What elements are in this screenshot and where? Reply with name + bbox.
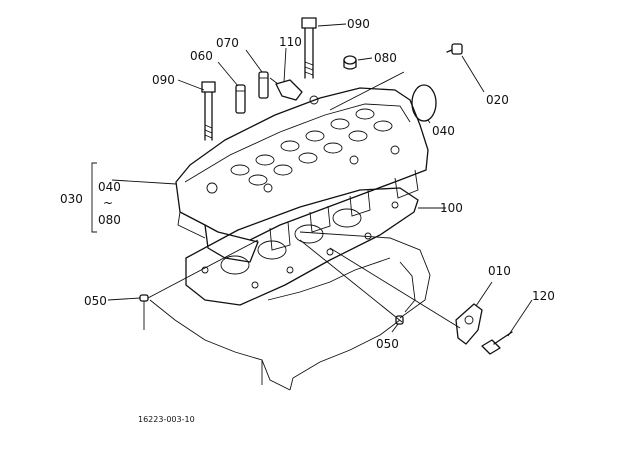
group-bracket [91, 162, 97, 233]
callout-100[interactable]: 100 [440, 201, 463, 215]
cylinder-head [175, 87, 429, 263]
plug-040 [411, 84, 437, 122]
range-tilde: ~ [103, 196, 113, 210]
callout-080-top[interactable]: 080 [374, 51, 397, 65]
plug-110 [269, 77, 303, 101]
dowel-pin-left [139, 294, 149, 330]
callout-020[interactable]: 020 [486, 93, 509, 107]
callout-090-left[interactable]: 090 [152, 73, 175, 87]
callout-050-right[interactable]: 050 [376, 337, 399, 351]
callout-060[interactable]: 060 [190, 49, 213, 63]
cap-080 [343, 55, 357, 70]
callout-040-plug[interactable]: 040 [432, 124, 455, 138]
engine-block [149, 231, 431, 391]
callout-010[interactable]: 010 [488, 264, 511, 278]
callout-030[interactable]: 030 [60, 192, 83, 206]
bolt-120 [481, 331, 513, 355]
callout-040-range[interactable]: 040 [98, 180, 121, 194]
dowel-pin-right [395, 315, 404, 325]
hanger-010 [455, 303, 483, 345]
callout-090-top[interactable]: 090 [347, 17, 370, 31]
callout-080-range[interactable]: 080 [98, 213, 121, 227]
callout-labels: 090 110 070 060 080 090 020 040 030 040 … [60, 17, 555, 424]
bolt-020 [446, 43, 463, 55]
leader-lines [107, 23, 533, 337]
head-bolt-top [301, 17, 317, 79]
figure-number: 16223-003-10 [138, 415, 195, 424]
head-bolt-left [201, 81, 216, 141]
head-gasket [185, 187, 419, 306]
callout-120[interactable]: 120 [532, 289, 555, 303]
callout-110[interactable]: 110 [279, 35, 302, 49]
callout-050-left[interactable]: 050 [84, 294, 107, 308]
sleeve-060 [235, 84, 246, 114]
callout-070[interactable]: 070 [216, 36, 239, 50]
sleeve-070 [258, 71, 269, 99]
